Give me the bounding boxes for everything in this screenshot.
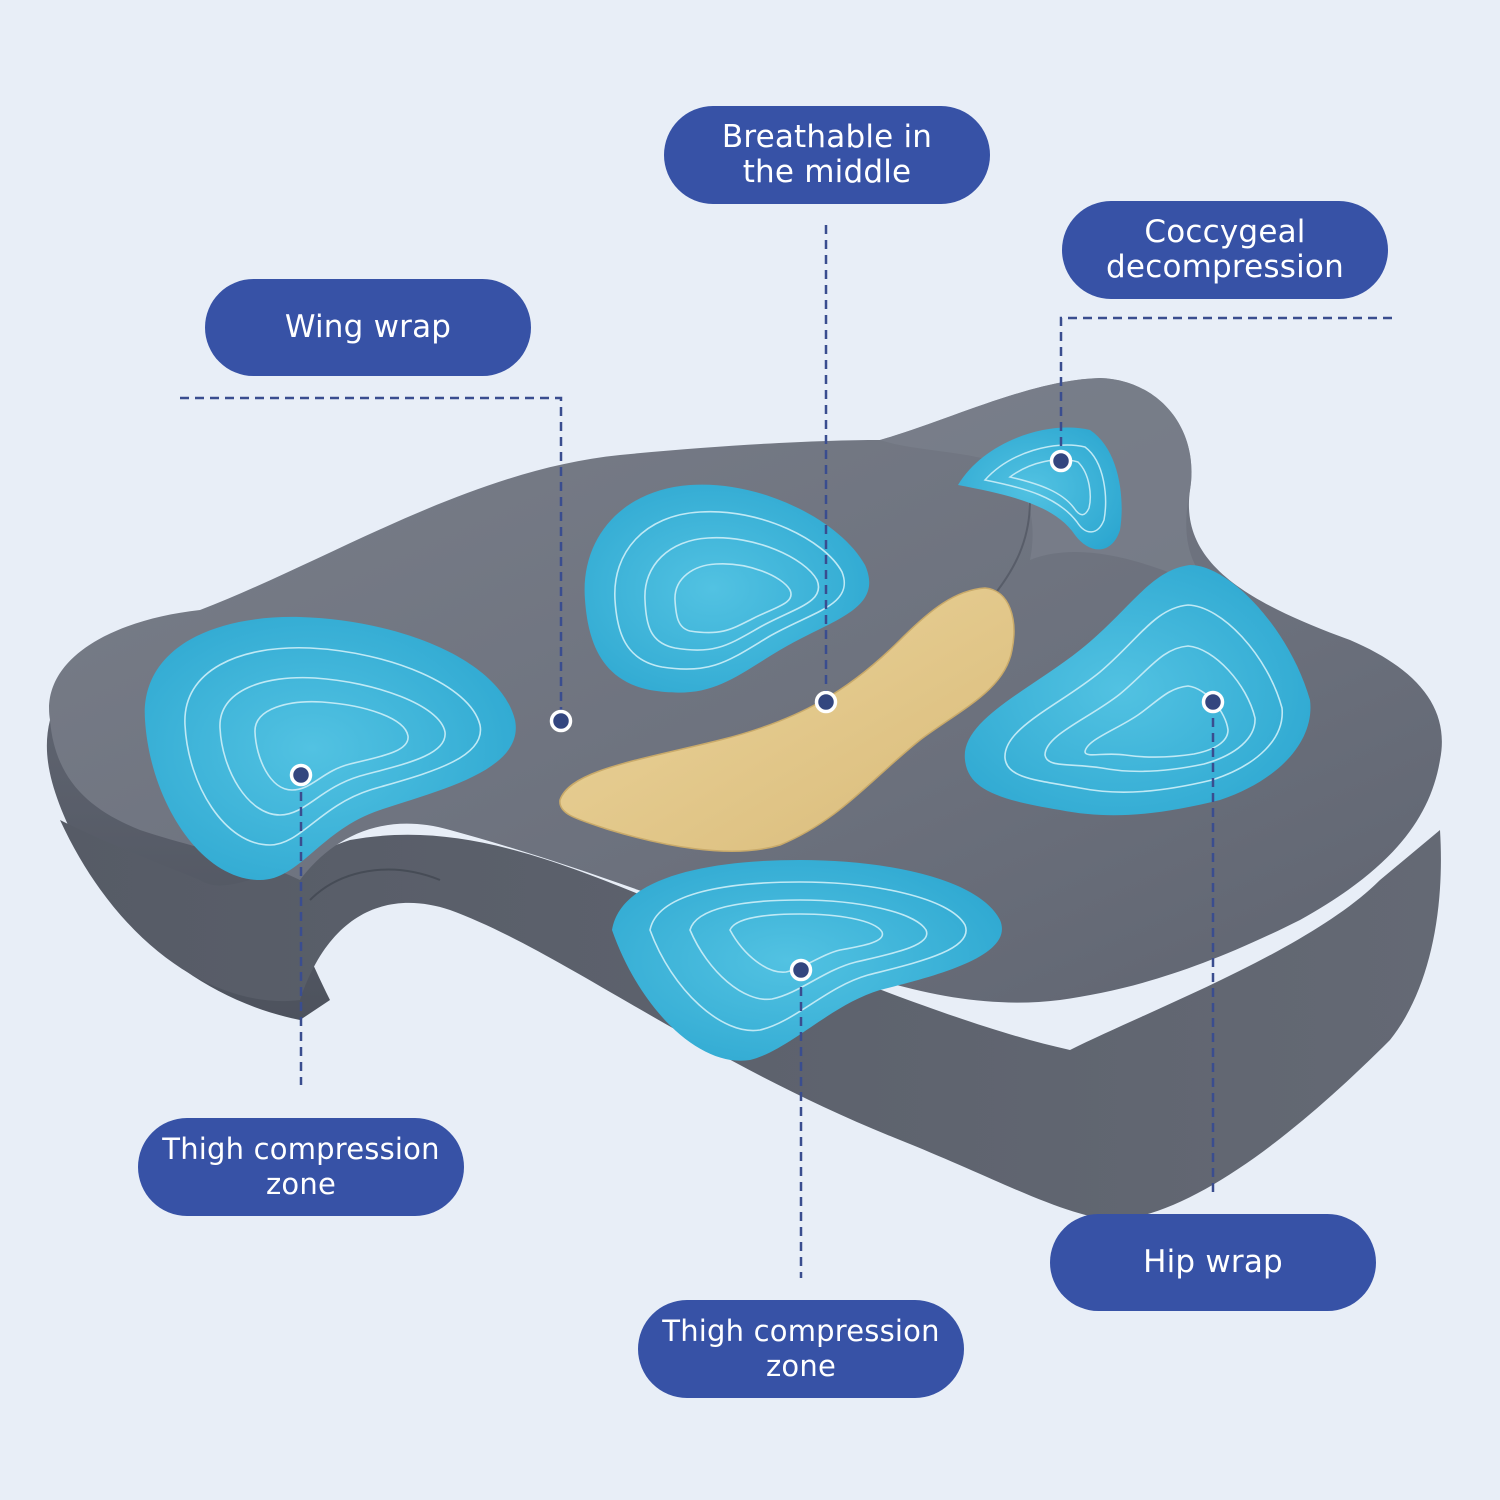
label-coccygeal: Coccygeal decompression [1062,201,1388,299]
anchor-dot-thigh-front [789,958,813,982]
label-thigh-front: Thigh compression zone [638,1300,964,1398]
gel-zone-left-thigh [144,616,516,880]
label-breathable-line1: Breathable in [721,119,933,155]
anchor-dot-breathable [814,690,838,714]
leader-line-wing [180,396,563,718]
cushion-front-seam [309,868,441,901]
label-thigh-left: Thigh compression zone [138,1118,464,1216]
label-wing-wrap: Wing wrap [205,279,531,376]
gel-zone-back-left [584,484,870,693]
label-thigh-front-line1: Thigh compression [662,1314,940,1348]
gel-zone-front-thigh [612,860,1002,1061]
label-wing-wrap-text: Wing wrap [284,309,452,345]
anchor-dot-coccygeal [1049,449,1073,473]
label-thigh-front-line2: zone [766,1349,836,1383]
label-breathable-line2: the middle [742,154,912,190]
breathable-strip [559,587,1015,852]
leader-line-coccygeal [1059,316,1392,460]
cushion-seam [989,499,1031,601]
anchor-dot-hip [1201,690,1225,714]
label-hip-wrap-text: Hip wrap [1143,1244,1283,1280]
anchor-dot-thigh-left [289,763,313,787]
label-thigh-left-line2: zone [266,1167,336,1201]
gel-zone-right-hip [964,565,1311,816]
label-breathable: Breathable in the middle [664,106,990,204]
label-hip-wrap: Hip wrap [1050,1214,1376,1311]
label-thigh-left-line1: Thigh compression [162,1132,440,1166]
anchor-dot-wing [549,709,573,733]
label-coccygeal-line2: decompression [1106,249,1344,285]
label-coccygeal-line1: Coccygeal [1144,214,1306,250]
